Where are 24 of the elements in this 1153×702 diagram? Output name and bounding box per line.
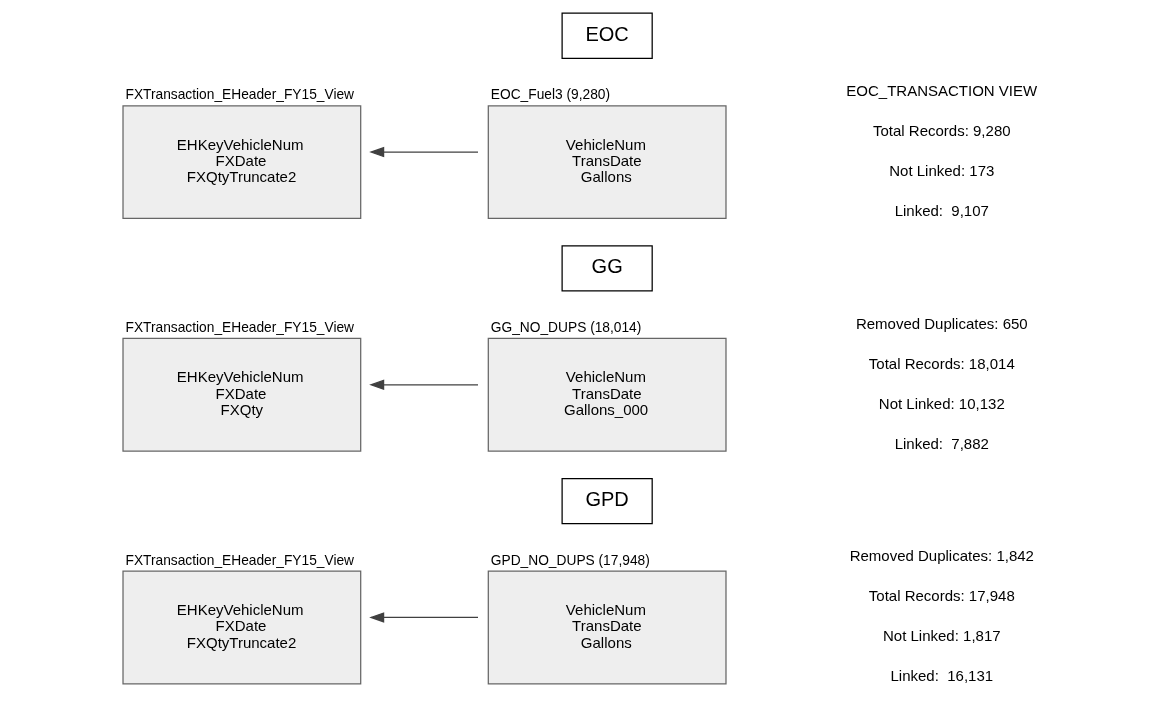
label: Not Linked: 173 <box>889 161 995 179</box>
label: Total Records: 18,014 <box>868 354 1015 372</box>
node-label: FXTransaction_EHeader_FY15_View <box>125 552 355 568</box>
node-box: GPD <box>561 477 653 525</box>
label: Linked: 9,107 <box>894 202 989 220</box>
node-label: FXTransaction_EHeader_FY15_View <box>125 319 355 335</box>
label: Not Linked: 10,132 <box>878 394 1005 412</box>
label: Removed Duplicates: 1,842 <box>849 547 1034 565</box>
arrow <box>369 379 479 391</box>
node-label: GPD_NO_DUPS (17,948) <box>490 552 650 568</box>
node-label: FXTransaction_EHeader_FY15_View <box>125 87 355 103</box>
label: Linked: 16,131 <box>890 667 994 685</box>
node-box: EOC <box>561 12 653 59</box>
label: Not Linked: 1,817 <box>883 627 1001 645</box>
node-label: GG_NO_DUPS (18,014) <box>490 319 642 335</box>
node-label: EOC_Fuel3 (9,280) <box>490 87 611 103</box>
label: Total Records: 17,948 <box>868 587 1015 605</box>
label: Removed Duplicates: 650 <box>855 314 1028 332</box>
label: Linked: 7,882 <box>894 434 989 452</box>
label: Total Records: 9,280 <box>873 121 1011 139</box>
arrow <box>369 146 479 158</box>
label: EOC_TRANSACTION VIEW <box>846 81 1038 99</box>
node-box: GG <box>561 245 653 292</box>
arrow <box>369 612 479 623</box>
